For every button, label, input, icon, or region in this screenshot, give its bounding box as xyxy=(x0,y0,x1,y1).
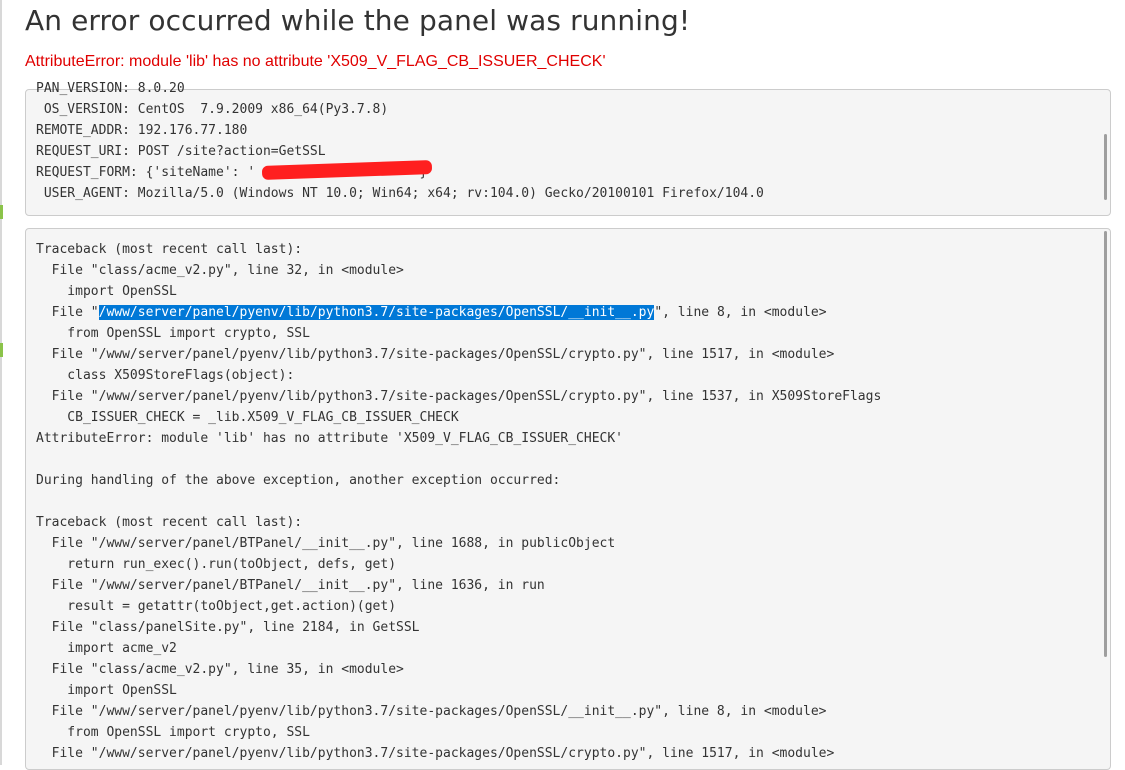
traceback-line: During handling of the above exception, … xyxy=(36,473,561,488)
traceback-line: from OpenSSL import crypto, SSL xyxy=(36,326,310,341)
environment-info-panel[interactable]: PAN_VERSION: 8.0.20 OS_VERSION: CentOS 7… xyxy=(25,81,1111,216)
traceback-line: import OpenSSL xyxy=(36,683,177,698)
traceback-panel[interactable]: Traceback (most recent call last): File … xyxy=(25,228,1111,770)
scrollbar[interactable] xyxy=(1104,134,1107,200)
traceback-line: class X509StoreFlags(object): xyxy=(36,368,295,383)
traceback-line: File "class/acme_v2.py", line 32, in <mo… xyxy=(36,263,404,278)
traceback-line: File "/www/server/panel/BTPanel/__init__… xyxy=(36,536,616,551)
env-line: REMOTE_ADDR: 192.176.77.180 xyxy=(36,123,248,138)
traceback-line: CB_ISSUER_CHECK = _lib.X509_V_FLAG_CB_IS… xyxy=(36,410,459,425)
selected-text-highlight: /www/server/panel/pyenv/lib/python3.7/si… xyxy=(98,305,655,320)
environment-info-text: PAN_VERSION: 8.0.20 OS_VERSION: CentOS 7… xyxy=(36,78,764,204)
traceback-line: File "/www/server/panel/pyenv/lib/python… xyxy=(36,704,827,719)
left-edge-marker xyxy=(0,343,3,357)
traceback-line: File "class/panelSite.py", line 2184, in… xyxy=(36,620,420,635)
left-edge-marker xyxy=(0,205,3,219)
traceback-line-suffix: ", line 8, in <module> xyxy=(654,305,827,320)
error-message: AttributeError: module 'lib' has no attr… xyxy=(25,53,606,70)
traceback-line xyxy=(36,491,881,512)
traceback-line: File "class/acme_v2.py", line 35, in <mo… xyxy=(36,662,404,677)
traceback-line: AttributeError: module 'lib' has no attr… xyxy=(36,431,623,446)
traceback-line: File "/www/server/panel/pyenv/lib/python… xyxy=(36,746,835,761)
traceback-line: result = getattr(toObject,get.action)(ge… xyxy=(36,599,397,614)
traceback-line: File "/www/server/panel/pyenv/lib/python… xyxy=(36,347,835,362)
scrollbar[interactable] xyxy=(1104,231,1107,657)
traceback-line: import OpenSSL xyxy=(36,284,177,299)
traceback-text: Traceback (most recent call last): File … xyxy=(36,239,881,764)
page-title: An error occurred while the panel was ru… xyxy=(25,4,691,37)
env-line: OS_VERSION: CentOS 7.9.2009 x86_64(Py3.7… xyxy=(36,102,389,117)
env-line: USER_AGENT: Mozilla/5.0 (Windows NT 10.0… xyxy=(36,186,764,201)
left-edge-divider xyxy=(0,0,2,765)
traceback-line-prefix: File " xyxy=(36,305,99,320)
traceback-line: File "/www/server/panel/pyenv/lib/python… xyxy=(36,302,881,323)
traceback-line: from OpenSSL import crypto, SSL xyxy=(36,725,310,740)
traceback-line: Traceback (most recent call last): xyxy=(36,515,303,530)
traceback-line xyxy=(36,449,881,470)
traceback-line: File "/www/server/panel/BTPanel/__init__… xyxy=(36,578,545,593)
traceback-line: import acme_v2 xyxy=(36,641,177,656)
env-line: REQUEST_URI: POST /site?action=GetSSL xyxy=(36,144,326,159)
traceback-line: File "/www/server/panel/pyenv/lib/python… xyxy=(36,389,882,404)
env-line: PAN_VERSION: 8.0.20 xyxy=(36,81,185,96)
traceback-line: Traceback (most recent call last): xyxy=(36,242,303,257)
traceback-line: return run_exec().run(toObject, defs, ge… xyxy=(36,557,397,572)
